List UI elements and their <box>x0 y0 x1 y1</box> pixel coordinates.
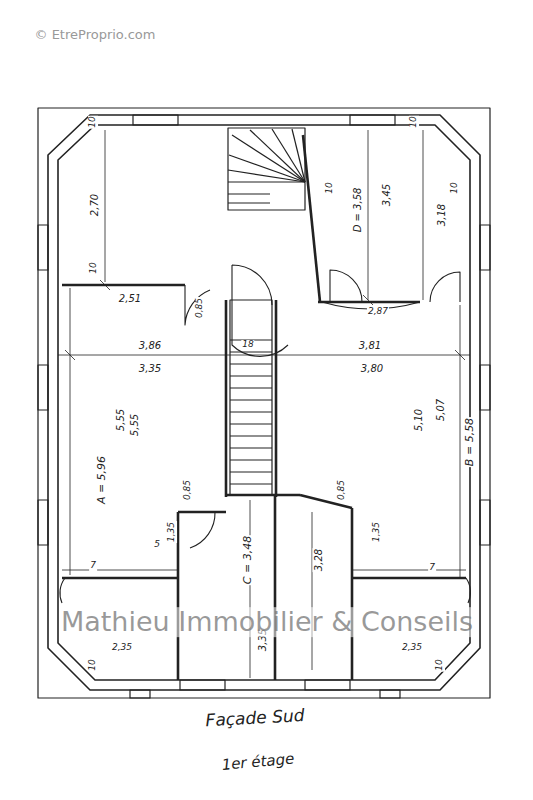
dimension-label: 10 <box>88 115 98 128</box>
wall-inner-face <box>58 125 470 680</box>
pilasters <box>38 115 490 698</box>
dimension-label: 3,81 <box>358 340 382 351</box>
dimension-label: 10 <box>325 181 335 194</box>
dimension-label: 2,51 <box>118 293 142 304</box>
dimension-label: 0,85 <box>337 479 347 501</box>
dimension-label: 3,28 <box>313 548 324 572</box>
dimension-label: 5,55 <box>115 408 126 432</box>
dimension-label: 10 <box>88 658 98 671</box>
dimension-label: 10 <box>89 261 99 274</box>
dimension-label: 2,35 <box>111 643 133 653</box>
dimension-label: 3,86 <box>138 340 162 351</box>
partitions <box>62 135 466 680</box>
dimension-label: 2,87 <box>367 307 389 317</box>
watermark: © EtreProprio.com <box>34 28 157 42</box>
dimension-label: 3,80 <box>360 363 384 374</box>
dimension-label: 1,35 <box>167 521 177 543</box>
upper-stair <box>228 128 305 210</box>
door-swings <box>60 265 470 603</box>
dimension-lines <box>58 130 470 678</box>
dimension-label: 2,35 <box>401 643 423 653</box>
dimension-label: 3,18 <box>436 203 447 227</box>
dimension-label: D = 3,58 <box>352 187 363 234</box>
dimension-label: C = 3,48 <box>242 535 254 585</box>
dimension-label: 5,10 <box>413 408 424 432</box>
dimension-label: A = 5,96 <box>96 455 108 505</box>
dimension-label: 5 <box>153 540 161 550</box>
plan-caption: 1er étage <box>220 751 296 774</box>
dimension-label: 2,70 <box>89 193 100 217</box>
outer-frame <box>38 108 490 698</box>
wall-outer-face <box>48 115 480 690</box>
dimension-label: 7 <box>89 561 97 571</box>
dimension-label: 10 <box>435 658 445 671</box>
dimension-label: 7 <box>428 563 436 573</box>
dimension-label: 0,85 <box>195 297 205 319</box>
central-stair <box>230 300 272 495</box>
dimension-label: 3,45 <box>381 183 392 207</box>
dimension-label: 3,35 <box>138 363 162 374</box>
watermark: Mathieu Immobilier & Conseils <box>60 607 474 637</box>
dimension-label: 5,07 <box>435 398 446 422</box>
dimension-label: 5,55 <box>129 413 140 437</box>
dimension-label: 0,85 <box>183 479 193 501</box>
dimension-label: 18 <box>241 340 254 350</box>
dimension-label: 10 <box>409 115 419 128</box>
dimension-label: 1,35 <box>372 521 382 543</box>
dimension-label: 10 <box>450 181 460 194</box>
dimension-label: B = 5,58 <box>464 417 476 467</box>
plan-caption: Façade Sud <box>204 706 306 730</box>
